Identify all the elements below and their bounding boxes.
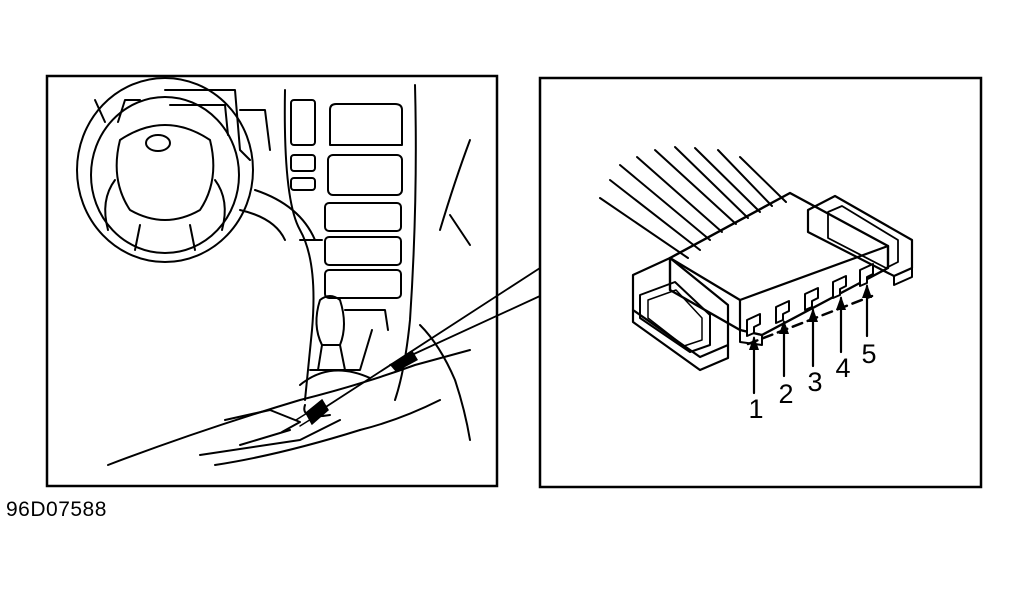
connector-pin-slots [746, 263, 874, 337]
pin-label-3: 3 [807, 367, 822, 397]
connector-closeup-panel: 1 2 3 4 5 [538, 76, 983, 489]
connector-wires [599, 146, 787, 259]
connector-right-latch [806, 194, 914, 286]
pin-label-1: 1 [748, 394, 763, 424]
connector-panel-frame [538, 76, 983, 489]
interior-view-panel [45, 74, 499, 488]
connector-housing [668, 191, 890, 346]
steering-wheel [76, 77, 254, 263]
pin-labels: 1 2 3 4 5 [748, 339, 876, 424]
pin-label-5: 5 [861, 339, 876, 369]
pin-arrows [749, 284, 872, 395]
pin-label-2: 2 [778, 379, 793, 409]
center-console [239, 84, 417, 401]
pin-label-4: 4 [835, 353, 850, 383]
figure-id-caption: 96D07588 [6, 498, 107, 521]
instrument-cluster [164, 89, 271, 161]
connector-location-marker [295, 398, 329, 427]
gear-shifter [299, 295, 389, 386]
callout-leader [317, 267, 541, 413]
interior-panel-frame [45, 74, 499, 488]
